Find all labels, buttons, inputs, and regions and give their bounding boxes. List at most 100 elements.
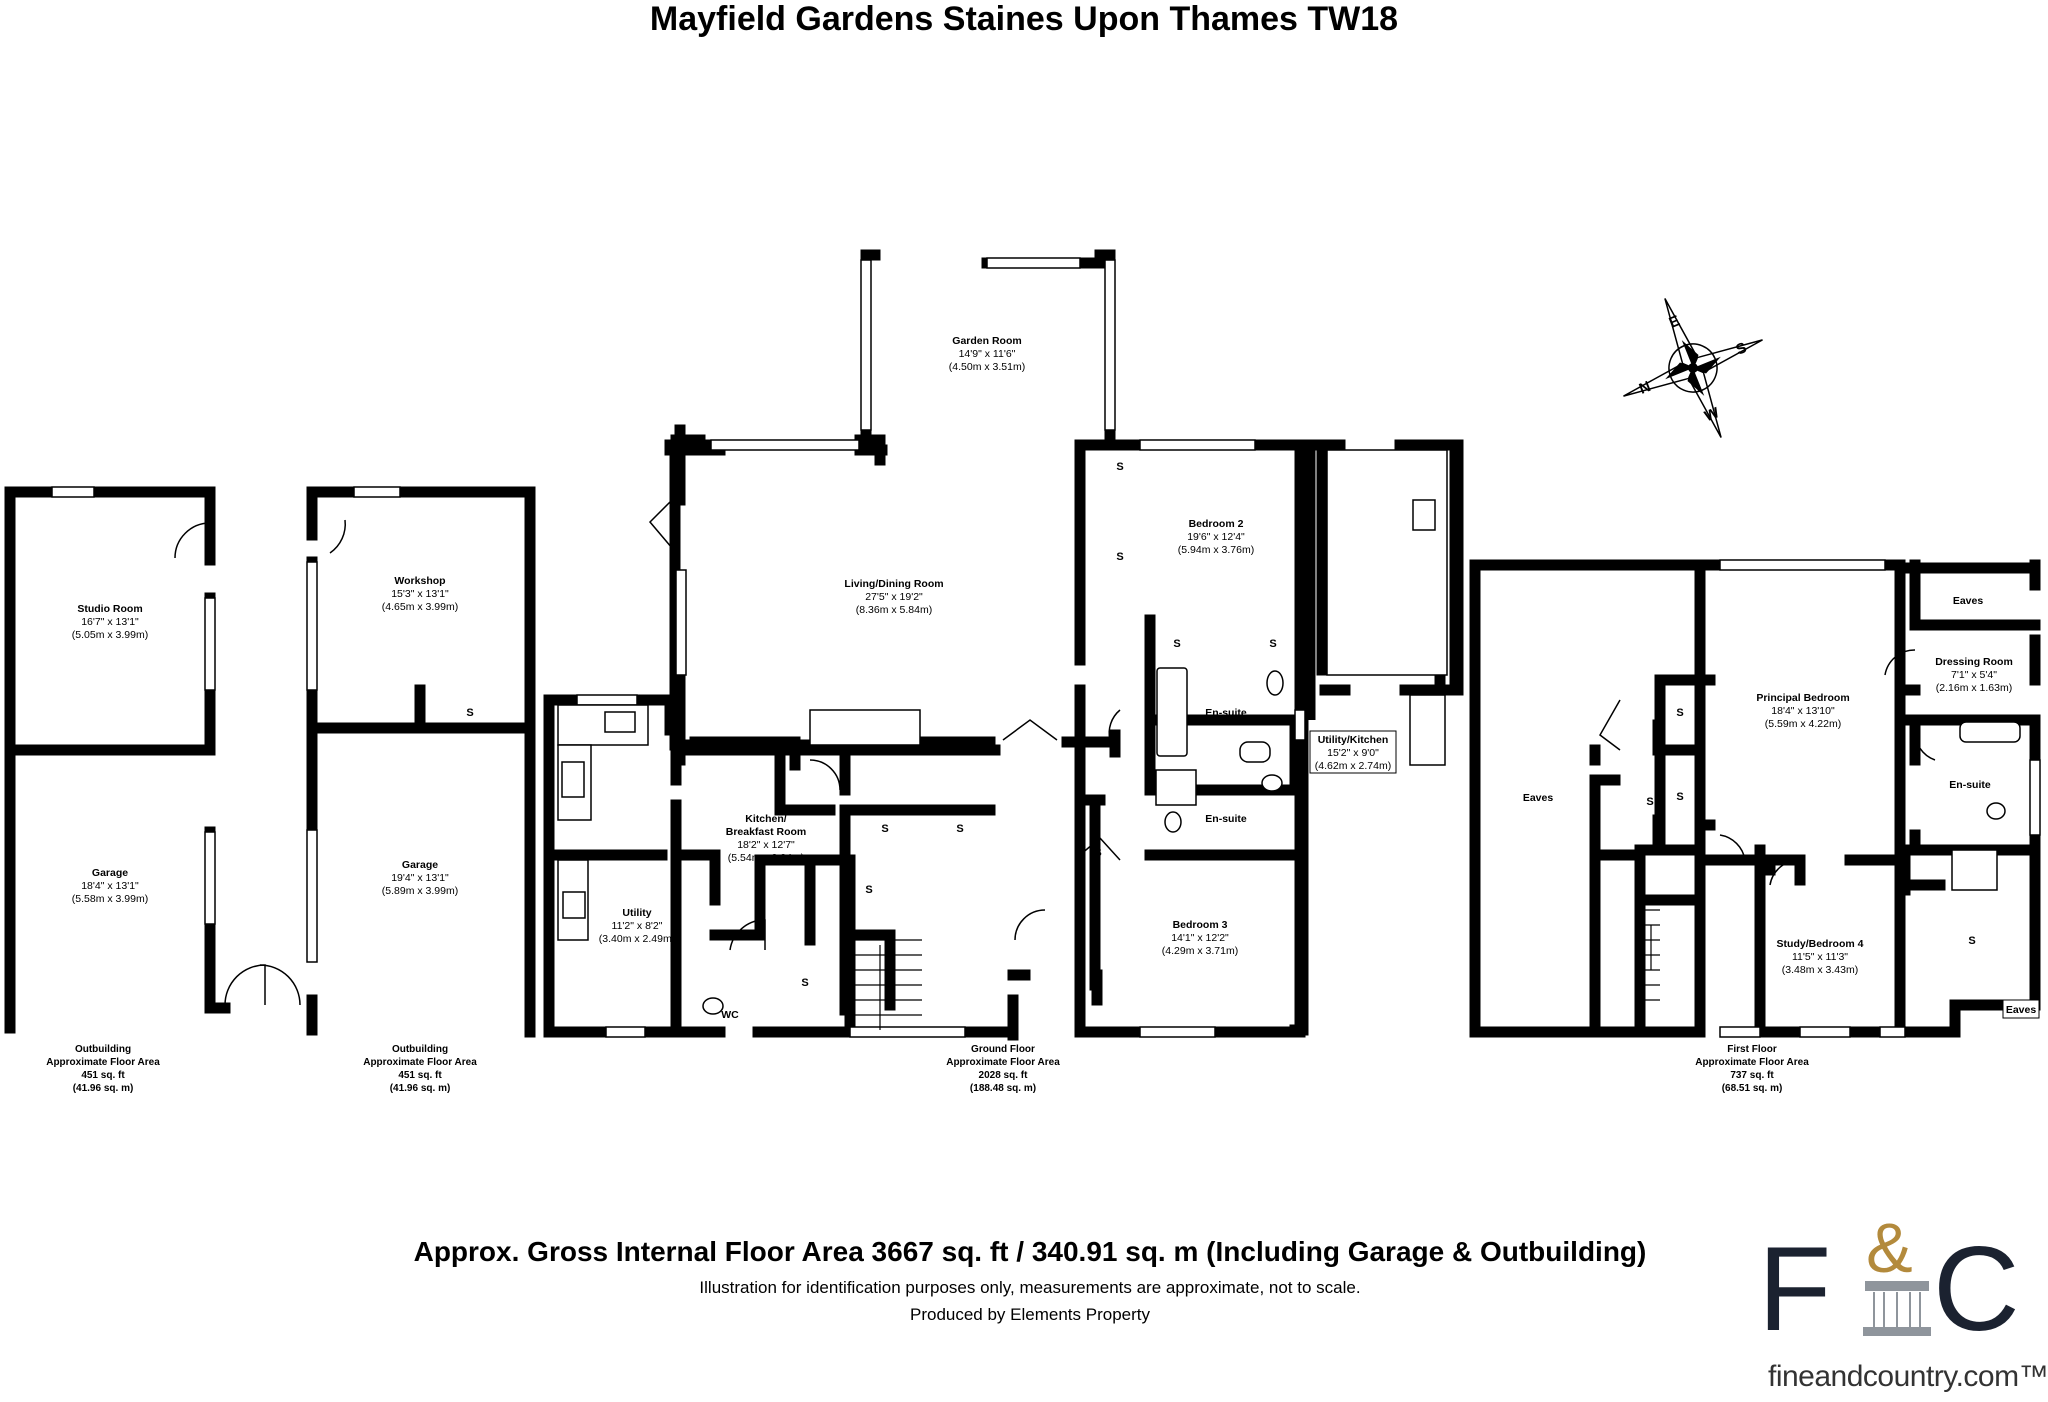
storage-7: S bbox=[956, 823, 963, 835]
fireplace bbox=[809, 709, 921, 746]
kitchen-counter bbox=[1326, 449, 1448, 676]
compass-rose: N E S W bbox=[1623, 298, 1763, 438]
outbuilding-a-line3: 451 sq. ft bbox=[81, 1070, 125, 1081]
room-utility-kitchen-name: Utility/Kitchen bbox=[1318, 734, 1389, 746]
staircase bbox=[845, 909, 1660, 1030]
room-dressing-metric: (2.16m x 1.63m) bbox=[1936, 682, 2012, 694]
ensuite-label-3: En-suite bbox=[1949, 779, 1991, 791]
toilet-icon bbox=[1261, 774, 1283, 792]
outbuilding-a-walls bbox=[4, 486, 231, 1034]
outbuilding-a-line4: (41.96 sq. m) bbox=[73, 1083, 134, 1094]
room-garage-a-imperial: 18'4" x 13'1" bbox=[81, 880, 139, 892]
room-bedroom3-name: Bedroom 3 bbox=[1173, 919, 1228, 931]
room-garage-a-metric: (5.58m x 3.99m) bbox=[72, 893, 148, 905]
sink-icon bbox=[562, 891, 586, 919]
room-utility-kitchen-imperial: 15'2" x 9'0" bbox=[1327, 747, 1379, 759]
disclaimer: Illustration for identification purposes… bbox=[699, 1278, 1361, 1297]
room-bedroom2-imperial: 19'6" x 12'4" bbox=[1187, 531, 1245, 543]
room-kitchen-metric: (5.54m x 3.84m) bbox=[728, 852, 804, 864]
first-floor-line2: Approximate Floor Area bbox=[1695, 1057, 1809, 1068]
toilet-icon bbox=[1986, 802, 2006, 820]
room-garden-metric: (4.50m x 3.51m) bbox=[949, 361, 1025, 373]
room-garden-name: Garden Room bbox=[952, 335, 1021, 347]
brand-url: fineandcountry.com™ bbox=[1768, 1360, 2048, 1393]
sink-icon bbox=[1412, 499, 1436, 531]
storage-2: S bbox=[1116, 461, 1123, 473]
room-labels: Studio Room 16'7" x 13'1" (5.05m x 3.99m… bbox=[72, 335, 2040, 1021]
shower-tray-icon bbox=[1155, 769, 1197, 806]
room-garage-b-name: Garage bbox=[402, 859, 438, 871]
utility-kitchen-label-box bbox=[1309, 730, 1397, 774]
room-living-metric: (8.36m x 5.84m) bbox=[856, 604, 932, 616]
toilet-icon bbox=[702, 997, 724, 1015]
windows bbox=[51, 257, 2041, 1038]
ground-floor-line1: Ground Floor bbox=[971, 1044, 1035, 1055]
storage-labels: S S S S S S S S S S S S S S S bbox=[466, 461, 1975, 989]
page-title: Mayfield Gardens Staines Upon Thames TW1… bbox=[649, 0, 1399, 38]
door-swings bbox=[174, 499, 1936, 1006]
floor-area-captions: Outbuilding Approximate Floor Area 451 s… bbox=[46, 1044, 1809, 1094]
room-garage-b-imperial: 19'4" x 13'1" bbox=[391, 872, 449, 884]
producer-credit: Produced by Elements Property bbox=[909, 1305, 1150, 1324]
room-bedroom2-metric: (5.94m x 3.76m) bbox=[1178, 544, 1254, 556]
room-dressing-name: Dressing Room bbox=[1935, 656, 2013, 668]
room-principal-name: Principal Bedroom bbox=[1756, 692, 1849, 704]
room-dressing-imperial: 7'1" x 5'4" bbox=[1951, 669, 1997, 681]
storage-6: S bbox=[881, 823, 888, 835]
ensuite-label-1: En-suite bbox=[1205, 707, 1247, 719]
outbuilding-b-line1: Outbuilding bbox=[392, 1044, 448, 1055]
room-study-name: Study/Bedroom 4 bbox=[1777, 938, 1864, 950]
room-kitchen-name-1: Kitchen/ bbox=[745, 813, 787, 825]
gross-area-summary: Approx. Gross Internal Floor Area 3667 s… bbox=[413, 1236, 1647, 1267]
room-utility-name: Utility bbox=[622, 907, 651, 919]
room-garden-imperial: 14'9" x 11'6" bbox=[959, 348, 1016, 360]
room-kitchen-imperial: 18'2" x 12'7" bbox=[737, 839, 795, 851]
room-bedroom3-metric: (4.29m x 3.71m) bbox=[1162, 945, 1238, 957]
room-utility-kitchen-metric: (4.62m x 2.74m) bbox=[1315, 760, 1391, 772]
room-studio-name: Studio Room bbox=[77, 603, 142, 615]
eaves-label-1: Eaves bbox=[1523, 792, 1554, 804]
room-workshop-name: Workshop bbox=[394, 575, 445, 587]
brand-logo: F & C bbox=[1758, 1209, 2020, 1356]
room-bedroom3-imperial: 14'1" x 12'2" bbox=[1171, 932, 1229, 944]
outbuilding-b-line4: (41.96 sq. m) bbox=[390, 1083, 451, 1094]
room-study-imperial: 11'5" x 11'3" bbox=[1792, 951, 1848, 963]
room-studio-imperial: 16'7" x 13'1" bbox=[81, 616, 139, 628]
room-workshop-metric: (4.65m x 3.99m) bbox=[382, 601, 458, 613]
basin-icon bbox=[1164, 811, 1182, 833]
annex bbox=[1304, 439, 1461, 720]
fixtures bbox=[557, 449, 2021, 1015]
outbuilding-b-line2: Approximate Floor Area bbox=[363, 1057, 477, 1068]
room-utility-metric: (3.40m x 2.49m) bbox=[599, 933, 675, 945]
room-garage-b-metric: (5.89m x 3.99m) bbox=[382, 885, 458, 897]
compass-e: E bbox=[1667, 312, 1683, 332]
eaves-label-3: Eaves bbox=[2006, 1004, 2037, 1016]
bath-icon bbox=[1156, 667, 1188, 757]
outbuilding-a-line1: Outbuilding bbox=[75, 1044, 131, 1055]
basin-icon bbox=[1959, 721, 2021, 743]
brand-mark-amp: & bbox=[1866, 1209, 1913, 1287]
shower-tray-icon bbox=[1951, 849, 1998, 891]
storage-11: S bbox=[1094, 970, 1101, 982]
storage-10: S bbox=[1094, 847, 1101, 859]
storage-4: S bbox=[1173, 638, 1180, 650]
outbuilding-a-line2: Approximate Floor Area bbox=[46, 1057, 160, 1068]
ensuite-label-2: En-suite bbox=[1205, 813, 1247, 825]
toilet-icon bbox=[1266, 670, 1284, 696]
room-study-metric: (3.48m x 3.43m) bbox=[1782, 964, 1858, 976]
eaves-label-box bbox=[2002, 999, 2040, 1019]
room-living-imperial: 27'5" x 19'2" bbox=[865, 591, 923, 603]
sink-icon bbox=[604, 711, 636, 733]
storage-14: S bbox=[1646, 796, 1653, 808]
walls bbox=[4, 249, 2041, 1041]
storage-8: S bbox=[865, 884, 872, 896]
wc-label: WC bbox=[721, 1009, 739, 1021]
hob-icon bbox=[561, 761, 585, 798]
room-bedroom2-name: Bedroom 2 bbox=[1189, 518, 1244, 530]
room-living-name: Living/Dining Room bbox=[844, 578, 943, 590]
brand-mark-left: F bbox=[1758, 1222, 1831, 1356]
column-icon bbox=[1863, 1281, 1931, 1336]
basin-icon bbox=[1239, 741, 1271, 763]
room-studio-metric: (5.05m x 3.99m) bbox=[72, 629, 148, 641]
